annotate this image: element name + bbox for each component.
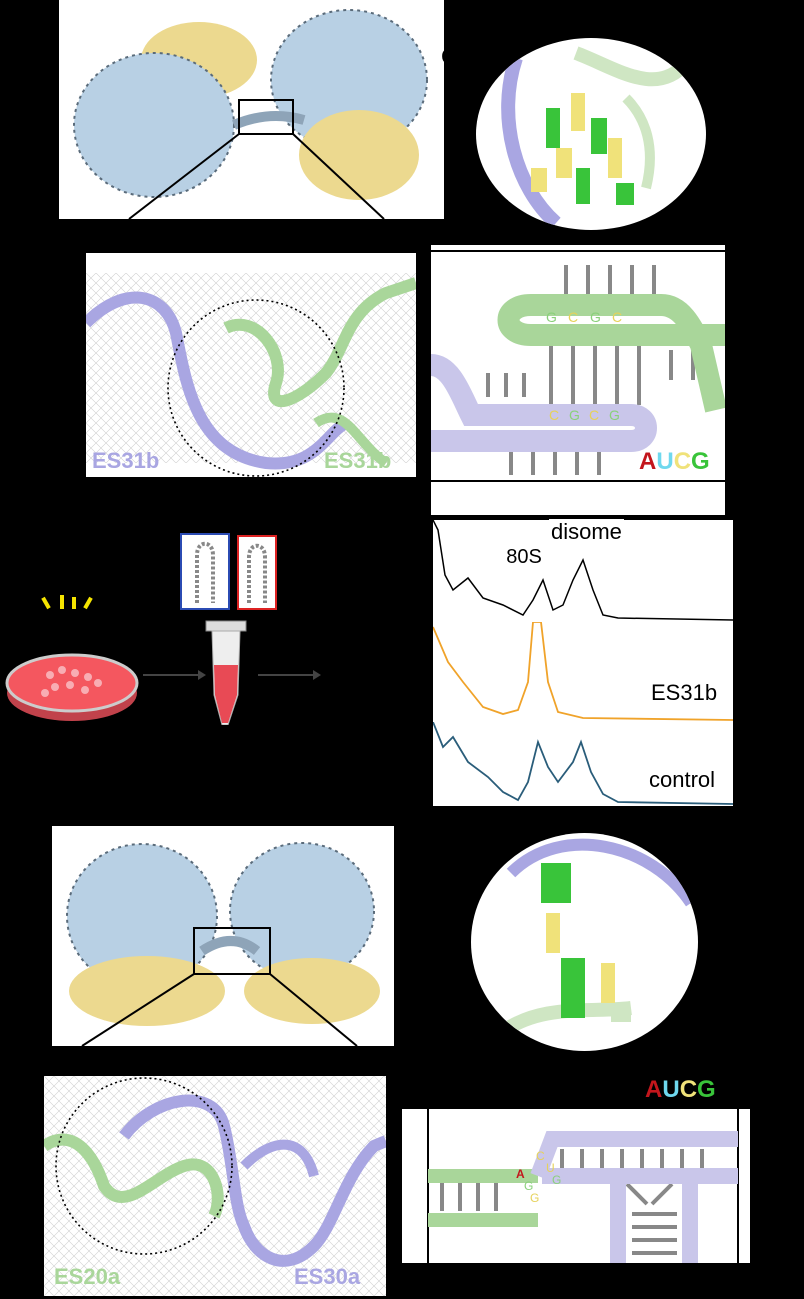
label-es31b-left: ES31b: [92, 448, 160, 473]
density-mesh-illustration-es20a: [44, 1076, 386, 1296]
schematic-panel-bottom: A G C U G G: [402, 1109, 750, 1263]
base-pair-zoom-circle-bottom: [471, 833, 698, 1051]
schematic-hairpin-top: [431, 250, 725, 482]
legend2-a: A: [645, 1076, 663, 1103]
base-pair-zoom-circle-top: [476, 38, 706, 230]
bottom-seq-1: G: [569, 407, 580, 423]
legend2-c: C: [679, 1076, 698, 1103]
density-mesh-panel-es20a: ES20a ES30a: [44, 1076, 386, 1296]
density-mesh-panel-es31b: ES31b ES31b: [86, 253, 416, 477]
panel-letter-c: C: [441, 44, 457, 69]
base-pair-zoom-illustration-top: [501, 46, 692, 229]
legend-aucg-top: AUCG: [639, 448, 710, 476]
top-seq-3: C: [612, 309, 623, 325]
legend-aucg-bottom: AUCG: [645, 1076, 716, 1104]
schematic-hairpin-bottom: [427, 1109, 739, 1263]
legend-u: U: [656, 448, 674, 475]
density-mesh-illustration-es31b: [86, 273, 416, 477]
legend-a: A: [639, 448, 657, 475]
legend2-u: U: [662, 1076, 680, 1103]
label-80s: 80S: [489, 546, 559, 569]
hairpin-red-icon: [247, 543, 267, 603]
profile-trace-black: [433, 520, 733, 621]
bottom-seq-2: C: [589, 407, 600, 423]
profile-orange-panel: [433, 622, 733, 722]
pair-letter-u: U: [546, 1161, 555, 1175]
pair-letter-g2: G: [552, 1173, 562, 1187]
profile-trace-orange: [433, 622, 733, 721]
legend-g: G: [691, 448, 710, 475]
label-es20a: ES20a: [54, 1264, 121, 1289]
pair-letter-g1: G: [524, 1179, 534, 1193]
profile-trace-blue: [433, 722, 733, 805]
workflow-illustration: [5, 595, 321, 725]
label-es30a: ES30a: [294, 1264, 361, 1289]
schematic-panel-top: G C G C C G C G AUCG: [431, 245, 725, 515]
profile-blue-panel: [433, 722, 733, 806]
ribosome-dimer-panel-bottom: [52, 826, 394, 1046]
top-seq-2: G: [590, 309, 601, 325]
label-es31b-profile: ES31b: [651, 680, 718, 706]
hairpin-red-box: [237, 535, 277, 610]
bottom-seq-3: G: [609, 407, 620, 423]
hairpin-blue-box: [180, 533, 230, 610]
legend-c: C: [673, 448, 692, 475]
ribosome-dimer-illustration-top: [73, 9, 428, 219]
ribosome-dimer-panel-top: [59, 0, 444, 219]
label-disome: disome: [549, 519, 624, 545]
legend2-g: G: [697, 1076, 716, 1103]
base-pair-zoom-illustration-bottom: [496, 838, 696, 1039]
top-seq-0: G: [546, 309, 557, 325]
ribosome-dimer-illustration-bottom: [66, 842, 380, 1046]
pair-letter-g3: G: [530, 1191, 540, 1205]
label-control-profile: control: [649, 767, 716, 793]
label-es31b-right: ES31b: [324, 448, 392, 473]
top-seq-1: C: [568, 309, 579, 325]
pair-letter-c: C: [536, 1149, 545, 1163]
pair-letter-a: A: [516, 1167, 525, 1181]
bottom-seq-0: C: [549, 407, 560, 423]
hairpin-blue-icon: [195, 541, 215, 603]
